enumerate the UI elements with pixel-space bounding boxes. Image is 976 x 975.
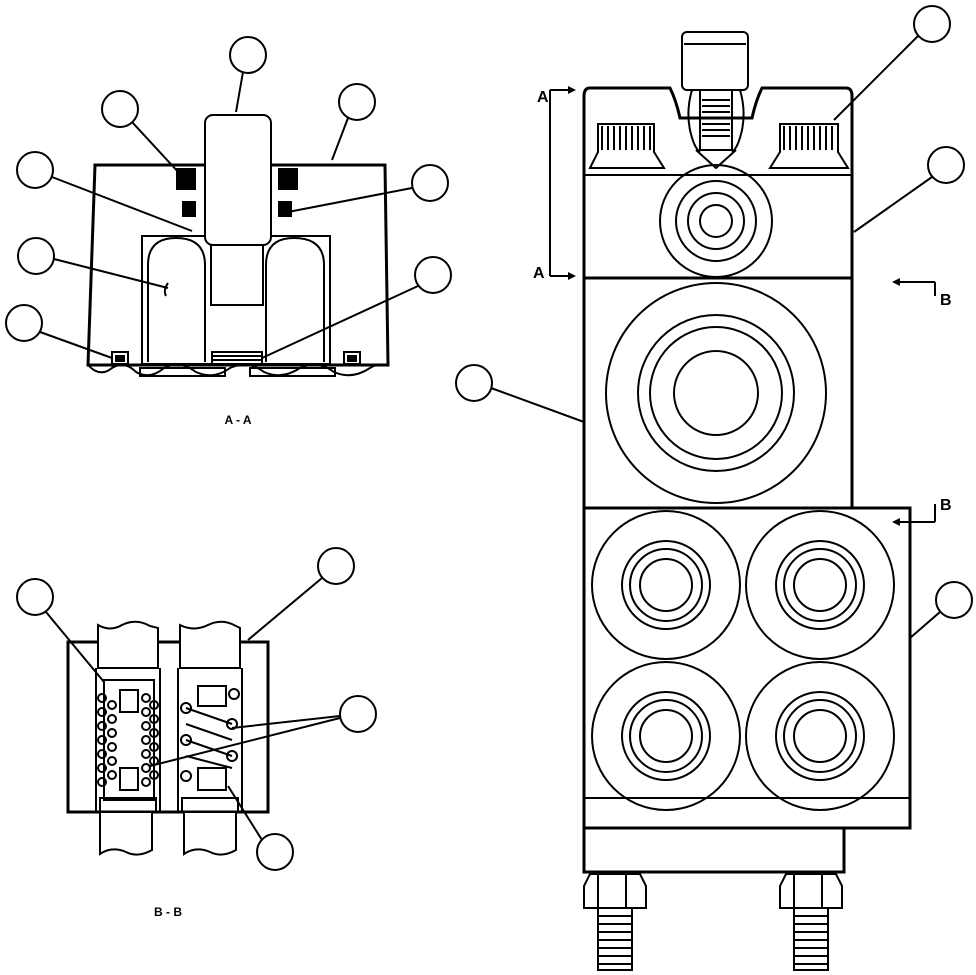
aa-lower-seal-left (182, 201, 196, 217)
threaded-stem (699, 89, 733, 151)
cut-a-top-label: A (537, 89, 549, 106)
callout-circle (913, 5, 951, 43)
aa-left-pocket (147, 236, 206, 362)
bb-housing (66, 640, 270, 814)
callout-circle (101, 90, 139, 128)
aa-spool-head (204, 114, 272, 246)
bb-detent-balls (97, 693, 159, 787)
stud-right (779, 873, 843, 971)
aa-right-pocket (265, 236, 325, 362)
callout-circle (414, 256, 452, 294)
callout-circle (455, 364, 493, 402)
aa-lower-seal-right (278, 201, 292, 217)
bb-left-stem-top (97, 620, 159, 669)
bb-upper-retainer (197, 685, 227, 707)
section-cut-b: B B (892, 278, 952, 526)
bb-spring (185, 707, 233, 769)
section-aa-view (86, 114, 390, 377)
base-plate (582, 826, 846, 874)
top-section (582, 86, 854, 280)
callout-circle (935, 581, 973, 619)
view-bb-label: B - B (154, 905, 182, 919)
aa-upper-seal-left (176, 168, 196, 190)
section-cut-a: A A (533, 86, 576, 282)
cut-b-top-label: B (940, 292, 952, 309)
view-aa-label: A - A (224, 413, 251, 427)
callout-circle (338, 83, 376, 121)
aa-spool-body (210, 244, 264, 306)
top-plunger (681, 31, 749, 91)
aa-callouts (5, 36, 452, 359)
section-bb-view (66, 620, 270, 856)
bb-lower-retainer (197, 767, 227, 791)
main-callouts (455, 5, 973, 639)
callout-circle (339, 695, 377, 733)
middle-port (605, 282, 827, 504)
middle-section (582, 276, 854, 510)
aa-spring-mark (163, 282, 169, 297)
callout-circle (16, 578, 54, 616)
lower-port-tl (591, 510, 741, 660)
bb-left-stem-bottom (99, 811, 153, 856)
callout-circle (16, 151, 54, 189)
valve-assembly (582, 31, 912, 971)
cut-b-bottom-label: B (940, 497, 952, 514)
callout-circle (17, 237, 55, 275)
callout-circle (229, 36, 267, 74)
bb-right-stem-top (179, 620, 241, 669)
lower-port-bl (591, 661, 741, 811)
callout-circle (317, 547, 355, 585)
aa-broken-edge (87, 363, 389, 377)
callout-circle (411, 164, 449, 202)
aa-spool-seat (211, 351, 263, 365)
bb-right-stem-bottom (183, 811, 237, 856)
callout-circle (256, 833, 294, 871)
stud-left (583, 873, 647, 971)
callout-circle (5, 304, 43, 342)
aa-upper-seal-right (278, 168, 298, 190)
lower-port-br (745, 661, 895, 811)
callout-circle (927, 146, 965, 184)
bb-left-spool (103, 679, 155, 801)
bb-callouts (16, 547, 377, 871)
cut-a-bottom-label: A (533, 265, 545, 282)
lower-port-tr (745, 510, 895, 660)
